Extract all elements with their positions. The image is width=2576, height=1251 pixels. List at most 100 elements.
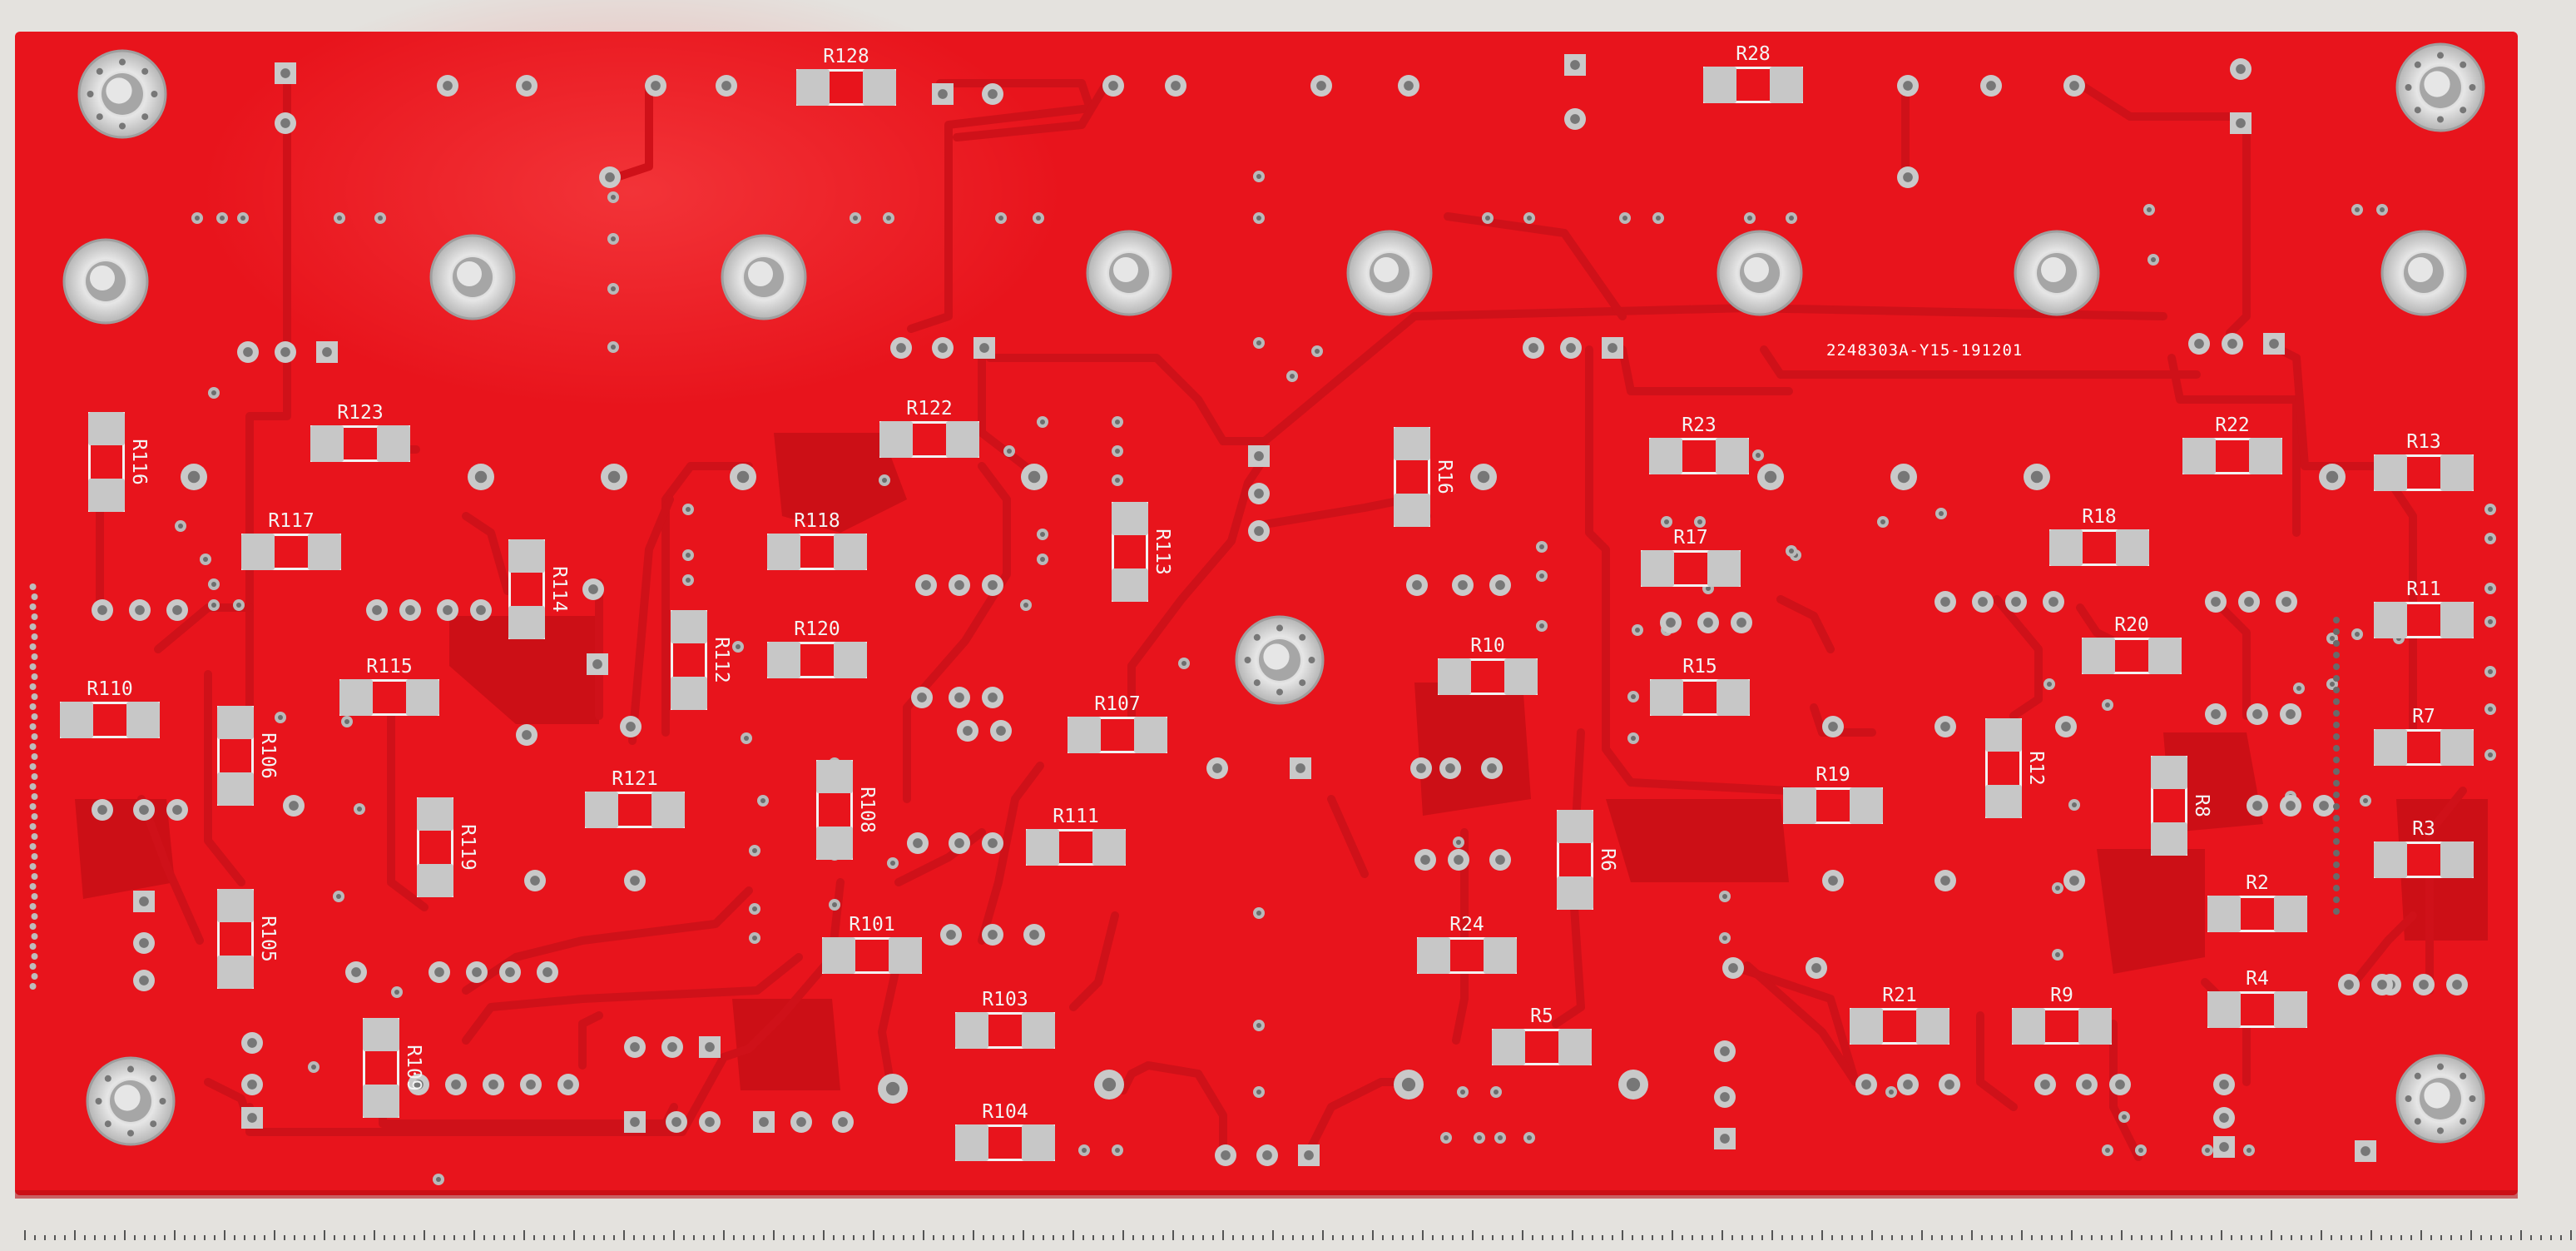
resistor-label: R118 — [794, 510, 840, 532]
resistor-label: R123 — [337, 402, 383, 424]
resistor-label: R105 — [257, 916, 279, 961]
copper-trace — [953, 79, 1111, 141]
resistor-r24: R24 — [1417, 914, 1517, 974]
edge-dot — [29, 863, 37, 870]
through-hole-pads — [92, 54, 2468, 1166]
resistor-r119: R119 — [417, 797, 478, 897]
edge-dot — [31, 933, 38, 940]
edge-dot — [31, 893, 38, 900]
copper-trace — [137, 795, 204, 945]
copper-trace — [1585, 345, 1793, 795]
copper-trace — [894, 828, 986, 886]
board-code: 2248303A-Y15-191201 — [1826, 341, 2023, 360]
resistor-label: R103 — [982, 989, 1028, 1010]
copper-trace — [661, 462, 753, 737]
resistor-label: R21 — [1882, 985, 1917, 1006]
resistor-label: R108 — [856, 787, 878, 832]
edge-dot — [31, 753, 38, 760]
traces — [96, 67, 2467, 1161]
resistor-label: R109 — [403, 1045, 424, 1090]
copper-trace — [1127, 454, 1269, 720]
resistor-r15: R15 — [1650, 656, 1750, 716]
resistor-r7: R7 — [2374, 706, 2474, 766]
resistor-label: R2 — [2246, 872, 2269, 894]
resistor-r106: R106 — [217, 706, 279, 806]
resistor-label: R15 — [1682, 656, 1717, 678]
resistor-r28: R28 — [1703, 43, 1803, 103]
copper-trace — [1776, 595, 1835, 653]
copper-trace — [1302, 1078, 1410, 1161]
copper-trace — [1993, 595, 2043, 720]
resistor-label: R104 — [982, 1101, 1028, 1123]
copper-trace — [1976, 1011, 2018, 1111]
resistor-label: R22 — [2215, 415, 2250, 436]
edge-dot — [29, 963, 37, 970]
resistor-r21: R21 — [1850, 985, 1949, 1045]
resistor-label: R28 — [1736, 43, 1771, 65]
resistor-r20: R20 — [2082, 614, 2182, 674]
copper-trace — [878, 953, 903, 1086]
edge-dot — [31, 793, 38, 800]
copper-trace — [2109, 1020, 2143, 1161]
edge-dot — [31, 693, 38, 700]
resistor-label: R110 — [87, 678, 132, 700]
copper-trace — [2425, 787, 2467, 995]
copper-trace — [245, 67, 291, 753]
edge-dot — [31, 713, 38, 720]
plated-mounting-holes — [62, 42, 2485, 1146]
resistor-r120: R120 — [767, 618, 867, 678]
copper-trace — [387, 712, 429, 911]
resistor-label: R24 — [1449, 914, 1484, 936]
resistor-label: R128 — [823, 46, 869, 67]
resistor-r115: R115 — [339, 656, 439, 716]
resistor-r19: R19 — [1783, 764, 1883, 824]
resistor-r121: R121 — [585, 768, 685, 828]
copper-trace — [1069, 911, 1119, 1011]
edge-dot — [29, 683, 37, 690]
copper-trace — [1618, 345, 1793, 395]
copper-trace — [462, 886, 753, 995]
resistor-label: R106 — [257, 732, 279, 778]
copper-trace — [2209, 595, 2251, 720]
resistor-r2: R2 — [2207, 872, 2307, 932]
edge-dot — [31, 853, 38, 860]
copper-trace — [1760, 345, 2201, 379]
edge-dot — [31, 633, 38, 640]
resistor-r11: R11 — [2374, 578, 2474, 638]
resistor-r101: R101 — [822, 914, 922, 974]
edge-dot — [31, 833, 38, 840]
resistor-r117: R117 — [241, 510, 341, 570]
resistor-r4: R4 — [2207, 968, 2307, 1028]
edge-dot — [29, 823, 37, 830]
resistor-r9: R9 — [2012, 985, 2112, 1045]
resistor-r18: R18 — [2049, 506, 2149, 566]
resistor-label: R3 — [2412, 818, 2435, 840]
copper-trace — [978, 354, 1040, 479]
resistor-r10: R10 — [1438, 635, 1538, 695]
resistor-label: R107 — [1094, 693, 1140, 715]
board-shadow-edge — [15, 1190, 2518, 1199]
resistor-label: R111 — [1053, 806, 1098, 827]
copper-trace — [2068, 75, 2251, 121]
copper-trace — [2226, 112, 2251, 337]
resistor-label: R13 — [2406, 431, 2441, 453]
edge-dot — [29, 843, 37, 850]
resistor-r12: R12 — [1985, 718, 2047, 818]
resistor-label: R16 — [1434, 459, 1455, 494]
edge-dot — [29, 783, 37, 790]
edge-dot — [31, 673, 38, 680]
edge-dot — [29, 583, 37, 590]
resistor-r6: R6 — [1557, 810, 1618, 910]
edge-dot — [31, 773, 38, 780]
copper-trace — [1810, 703, 1876, 737]
resistor-r13: R13 — [2374, 431, 2474, 491]
resistor-r103: R103 — [955, 989, 1055, 1049]
resistor-label: R115 — [366, 656, 412, 678]
copper-trace — [2351, 911, 2417, 986]
resistor-label: R18 — [2082, 506, 2117, 528]
resistor-r108: R108 — [816, 760, 878, 860]
edge-dot — [29, 983, 37, 990]
resistor-label: R112 — [711, 637, 732, 683]
resistor-label: R23 — [1682, 415, 1717, 436]
edge-dot — [29, 803, 37, 810]
